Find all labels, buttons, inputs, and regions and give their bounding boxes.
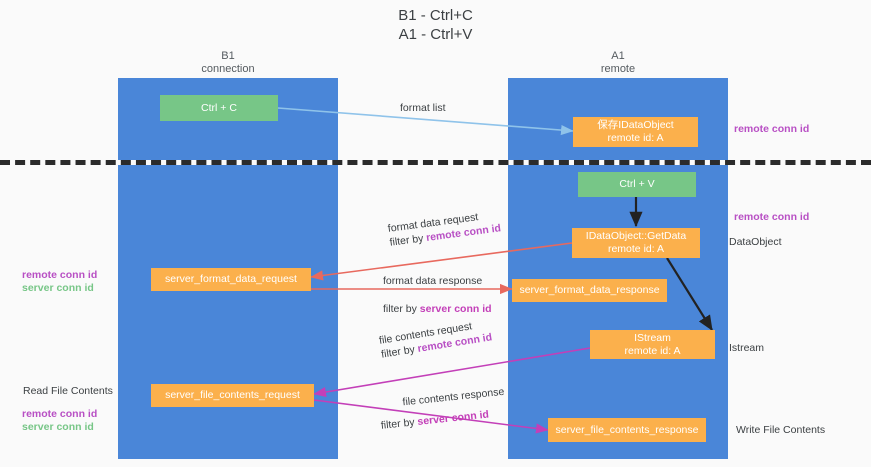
node-save-idataobject[interactable]: 保存IDataObject remote id: A: [573, 117, 698, 147]
lane-b1-bottom: [118, 165, 338, 459]
annotation-read-file-contents: Read File Contents: [23, 385, 113, 397]
page-title: B1 - Ctrl+C A1 - Ctrl+V: [398, 7, 473, 43]
key-server-conn-id-2: server conn id: [416, 408, 490, 428]
node-server-format-data-request[interactable]: server_format_data_request: [151, 268, 311, 291]
lane-a1-bottom: [508, 165, 728, 459]
annotation-left-remote-conn-id-b: remote conn id: [22, 408, 98, 420]
annotation-istream: Istream: [729, 342, 765, 354]
edge-label-format-data-request-group: format data request filter by remote con…: [387, 207, 502, 249]
annotation-left-server-conn-id: server conn id: [22, 282, 94, 294]
node-idataobject-getdata[interactable]: IDataObject::GetData remote id: A: [572, 228, 700, 258]
edge-label-file-contents-response: file contents response: [401, 385, 505, 409]
edge-label-format-data-response-group: format data response filter by server co…: [383, 274, 492, 317]
node-server-file-contents-request[interactable]: server_file_contents_request: [151, 384, 314, 407]
edge-label-format-data-response: format data response: [383, 275, 483, 287]
annotation-left-remote-conn-id: remote conn id: [22, 269, 98, 281]
key-server-conn-id: server conn id: [419, 303, 492, 315]
column-header-left: B1 connection: [201, 50, 255, 75]
node-server-format-data-response[interactable]: server_format_data_response: [512, 279, 667, 302]
annotation-left-server-conn-id-b: server conn id: [22, 421, 94, 433]
annotation-dataobject: DataObject: [729, 236, 782, 248]
column-header-right: A1 remote: [600, 50, 636, 75]
annotation-remote-conn-id-top: remote conn id: [734, 123, 810, 135]
edge-label-file-contents-response-filter: filter by server conn id: [380, 408, 490, 432]
node-ctrl-c[interactable]: Ctrl + C: [160, 95, 278, 121]
annotation-remote-conn-id-mid: remote conn id: [734, 211, 810, 223]
edge-label-file-contents-response-group: file contents response filter by server …: [378, 385, 507, 434]
edge-label-file-contents-request-group: file contents request filter by remote c…: [378, 316, 493, 361]
phase-separator: [0, 160, 871, 165]
node-server-file-contents-response[interactable]: server_file_contents_response: [548, 418, 706, 442]
node-ctrl-v[interactable]: Ctrl + V: [578, 172, 696, 197]
annotation-write-file-contents: Write File Contents: [736, 424, 826, 436]
edge-label-format-list: format list: [400, 102, 446, 114]
node-istream[interactable]: IStream remote id: A: [590, 330, 715, 359]
edge-label-format-data-response-filter: filter by server conn id: [383, 303, 492, 315]
